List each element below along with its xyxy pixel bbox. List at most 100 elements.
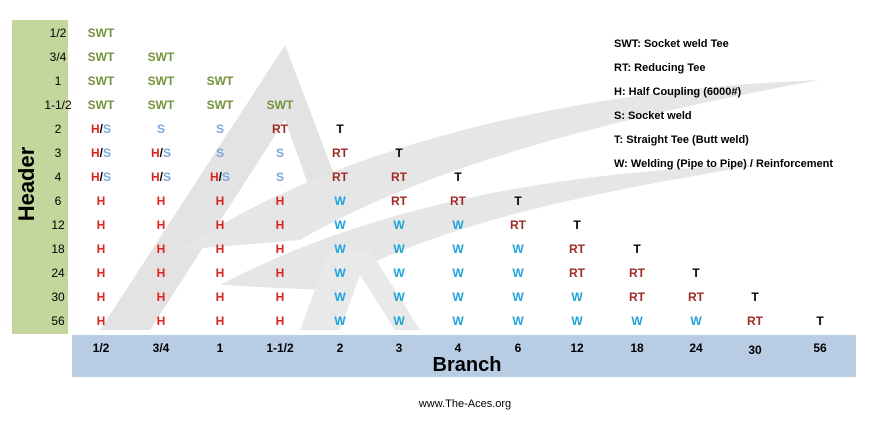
matrix-cell: T bbox=[692, 266, 700, 280]
matrix-cell: H bbox=[275, 314, 285, 328]
matrix-cell: W bbox=[452, 314, 464, 328]
matrix-cell: W bbox=[393, 266, 405, 280]
matrix-cell: RT bbox=[569, 266, 585, 280]
matrix-cell: SWT bbox=[206, 74, 234, 88]
matrix-cell: W bbox=[512, 314, 524, 328]
matrix-cell: SWT bbox=[87, 98, 115, 112]
matrix-cell: W bbox=[334, 266, 346, 280]
matrix-cell: H bbox=[96, 290, 106, 304]
matrix-cell: S bbox=[215, 122, 224, 136]
legend-item: SWT: Socket weld Tee bbox=[614, 38, 729, 50]
header-size-label: 1/2 bbox=[49, 26, 67, 40]
branch-row-band bbox=[72, 335, 856, 377]
matrix-cell: T bbox=[633, 242, 641, 256]
matrix-cell: H/S bbox=[150, 146, 172, 160]
matrix-cell: RT bbox=[332, 146, 348, 160]
branch-size-label: 24 bbox=[689, 341, 703, 355]
header-size-label: 3/4 bbox=[49, 50, 67, 64]
legend-item: T: Straight Tee (Butt weld) bbox=[614, 134, 749, 146]
matrix-cell: H bbox=[215, 242, 225, 256]
legend: SWT: Socket weld Tee RT: Reducing Tee H:… bbox=[614, 34, 864, 178]
matrix-cell: T bbox=[816, 314, 824, 328]
matrix-cell: W bbox=[631, 314, 643, 328]
branch-size-label: 3/4 bbox=[152, 341, 170, 355]
header-size-label: 56 bbox=[51, 314, 65, 328]
matrix-cell: W bbox=[334, 314, 346, 328]
legend-item: W: Welding (Pipe to Pipe) / Reinforcemen… bbox=[614, 158, 833, 170]
matrix-cell: W bbox=[393, 290, 405, 304]
branch-size-label: 3 bbox=[395, 341, 403, 355]
header-size-label: 1 bbox=[54, 74, 62, 88]
branch-size-label: 6 bbox=[514, 341, 522, 355]
matrix-cell: RT bbox=[272, 122, 288, 136]
matrix-cell: W bbox=[512, 290, 524, 304]
branch-size-label: 1 bbox=[216, 341, 224, 355]
branch-size-label: 12 bbox=[570, 341, 584, 355]
matrix-cell: H bbox=[275, 218, 285, 232]
matrix-cell: H bbox=[96, 194, 106, 208]
matrix-cell: SWT bbox=[147, 50, 175, 64]
header-size-label: 30 bbox=[51, 290, 65, 304]
matrix-cell: W bbox=[452, 242, 464, 256]
matrix-cell: H bbox=[156, 242, 166, 256]
legend-item: RT: Reducing Tee bbox=[614, 62, 706, 74]
matrix-cell: H bbox=[275, 266, 285, 280]
header-size-label: 18 bbox=[51, 242, 65, 256]
matrix-cell: W bbox=[452, 290, 464, 304]
matrix-cell: W bbox=[393, 218, 405, 232]
matrix-cell: SWT bbox=[87, 50, 115, 64]
branch-size-label: 56 bbox=[813, 341, 827, 355]
branch-size-label: 2 bbox=[336, 341, 344, 355]
matrix-cell: W bbox=[393, 314, 405, 328]
matrix-cell: SWT bbox=[266, 98, 294, 112]
matrix-cell: W bbox=[571, 314, 583, 328]
matrix-cell: RT bbox=[629, 266, 645, 280]
matrix-cell: H bbox=[156, 290, 166, 304]
header-size-label: 6 bbox=[54, 194, 62, 208]
matrix-cell: RT bbox=[332, 170, 348, 184]
matrix-cell: SWT bbox=[87, 74, 115, 88]
matrix-cell: S bbox=[215, 146, 224, 160]
matrix-cell: H bbox=[156, 194, 166, 208]
header-size-label: 1-1/2 bbox=[44, 98, 72, 112]
matrix-cell: W bbox=[512, 242, 524, 256]
matrix-cell: T bbox=[454, 170, 462, 184]
branch-size-label: 1-1/2 bbox=[266, 341, 294, 355]
matrix-cell: RT bbox=[569, 242, 585, 256]
matrix-cell: RT bbox=[747, 314, 763, 328]
matrix-cell: SWT bbox=[147, 98, 175, 112]
matrix-cell: W bbox=[334, 290, 346, 304]
matrix-cell: RT bbox=[629, 290, 645, 304]
matrix-cell: T bbox=[573, 218, 581, 232]
matrix-cell: H bbox=[215, 266, 225, 280]
branch-size-label: 4 bbox=[454, 341, 462, 355]
matrix-cell: H bbox=[215, 314, 225, 328]
matrix-cell: H bbox=[96, 218, 106, 232]
branch-axis-title: Branch bbox=[432, 354, 502, 376]
header-size-label: 4 bbox=[54, 170, 62, 184]
matrix-cell: S bbox=[156, 122, 165, 136]
matrix-cell: H bbox=[215, 194, 225, 208]
matrix-cell: H bbox=[215, 218, 225, 232]
matrix-cell: H bbox=[156, 314, 166, 328]
matrix-cell: H bbox=[156, 266, 166, 280]
matrix-cell: SWT bbox=[206, 98, 234, 112]
matrix-cell: H/S bbox=[90, 146, 112, 160]
matrix-cell: RT bbox=[510, 218, 526, 232]
matrix-cell: W bbox=[334, 194, 346, 208]
branch-size-label: 1/2 bbox=[92, 341, 110, 355]
matrix-cell: S bbox=[275, 146, 284, 160]
branch-size-label: 30 bbox=[748, 343, 762, 357]
matrix-cell: H bbox=[275, 290, 285, 304]
header-size-label: 3 bbox=[54, 146, 62, 160]
matrix-cell: T bbox=[514, 194, 522, 208]
matrix-cell: RT bbox=[688, 290, 704, 304]
matrix-cell: H bbox=[275, 242, 285, 256]
matrix-cell: H bbox=[96, 242, 106, 256]
matrix-cell: T bbox=[395, 146, 403, 160]
matrix-cell: RT bbox=[450, 194, 466, 208]
matrix-cell: H/S bbox=[90, 122, 112, 136]
header-size-label: 12 bbox=[51, 218, 65, 232]
branch-size-label: 18 bbox=[630, 341, 644, 355]
